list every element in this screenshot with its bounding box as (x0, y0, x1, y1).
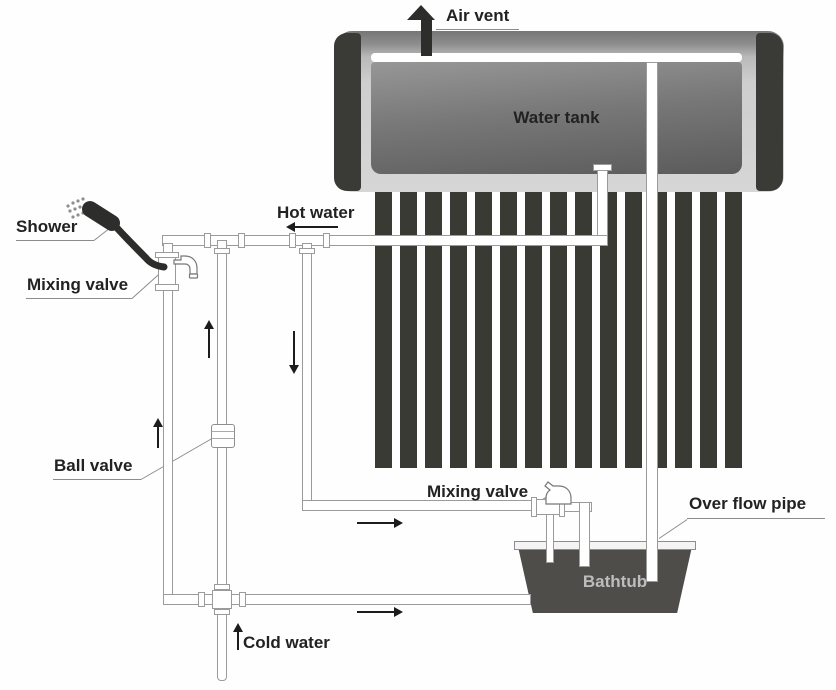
shower-spray-dots (66, 197, 90, 219)
hot-water-top-pipe (162, 235, 608, 246)
collector-tube (525, 192, 542, 468)
collector-tube (475, 192, 492, 468)
tee-collar (323, 233, 330, 248)
leader-line (16, 240, 94, 241)
flow-arrow-left-icon (286, 222, 338, 232)
water-tank-label: Water tank (513, 108, 600, 127)
shower-label: Shower (16, 217, 78, 236)
flow-arrow-up-icon (153, 418, 163, 448)
valve-collar (155, 252, 179, 258)
collector-tube (375, 192, 392, 468)
cold-water-bottom-pipe (163, 594, 531, 605)
valve-collar (155, 284, 179, 291)
tee-collar (289, 233, 296, 248)
bathtub-label: Bathtub (582, 572, 648, 591)
tee-collar (299, 248, 315, 254)
collector-tube (600, 192, 617, 468)
tee-collar (238, 233, 245, 248)
air-vent-label: Air vent (446, 6, 510, 25)
shower-riser-pipe (163, 243, 173, 605)
flow-arrow-right-icon (357, 607, 403, 617)
leader-line (26, 298, 132, 299)
ball-valve (211, 424, 235, 448)
flow-arrow-down-icon (289, 331, 299, 374)
mixing-valve-right-label: Mixing valve (427, 482, 529, 501)
tank-water-level-stripe (371, 53, 742, 62)
leader-line (53, 479, 141, 480)
ball-valve-riser-pipe (217, 240, 227, 605)
flow-arrow-right-icon (357, 518, 403, 528)
cross-collar (239, 592, 246, 607)
collector-tube (550, 192, 567, 468)
valve-collar (531, 497, 537, 517)
flow-arrow-up-icon (233, 623, 243, 650)
air-vent-pipe (421, 18, 432, 56)
overflow-pipe-label: Over flow pipe (689, 494, 807, 513)
collector-tube (450, 192, 467, 468)
hot-water-drop-pipe (302, 243, 312, 506)
collector-tube (700, 192, 717, 468)
collector-tube (425, 192, 442, 468)
cross-junction (212, 590, 232, 609)
bathtub-valve-stub-pipe (546, 514, 554, 563)
collector-tube (500, 192, 517, 468)
overflow-pipe (646, 62, 658, 582)
tank-cap-right (756, 33, 783, 191)
air-vent-arrow-icon (407, 5, 435, 20)
leader-line (687, 518, 825, 519)
tank-outlet-collar (593, 164, 612, 171)
leader-line (436, 29, 519, 30)
tee-collar (214, 248, 230, 254)
bathtub-rim (514, 541, 696, 550)
tank-cap-left (334, 33, 361, 191)
bathtub-spout-down-pipe (579, 502, 590, 567)
bathtub-tap-icon (544, 481, 572, 505)
flow-arrow-up-icon (204, 320, 214, 358)
cross-collar (214, 609, 230, 615)
hot-water-label: Hot water (277, 203, 355, 222)
tank-inner-panel (371, 62, 742, 174)
cross-collar (198, 592, 205, 607)
cross-collar (214, 584, 230, 590)
cold-water-label: Cold water (243, 633, 330, 652)
shower-head-icon (66, 197, 168, 271)
shower-tap-icon (173, 255, 199, 279)
collector-tube (675, 192, 692, 468)
collector-tube (575, 192, 592, 468)
mixing-valve-left-label: Mixing valve (27, 275, 129, 294)
collector-tube (400, 192, 417, 468)
ball-valve-label: Ball valve (54, 456, 133, 475)
collector-tube (625, 192, 642, 468)
collector-tube (725, 192, 742, 468)
tee-collar (204, 233, 211, 248)
